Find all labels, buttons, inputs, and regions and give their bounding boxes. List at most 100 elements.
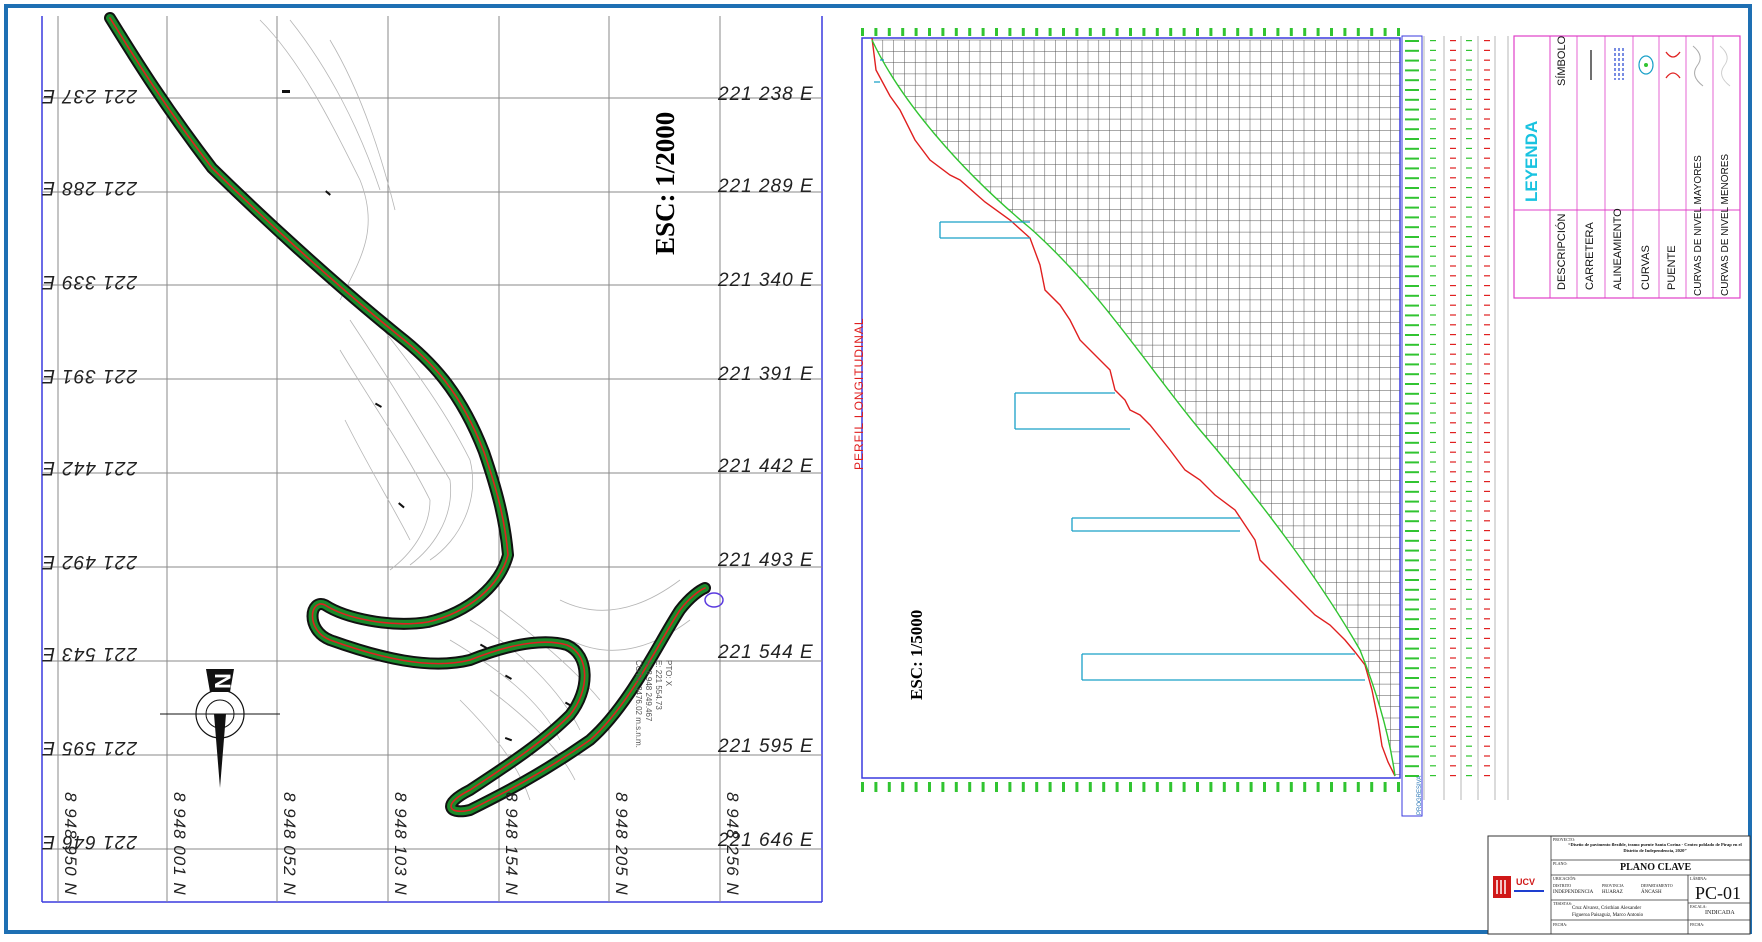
guitar-value-mark (1430, 187, 1436, 189)
guitar-station-mark (1405, 49, 1419, 52)
station-tick (1196, 28, 1199, 36)
author-name: Cruz Alvarez, Cristhian Alexander (1572, 906, 1642, 911)
svg-text:N: N (210, 673, 235, 689)
guitar-station-mark (1405, 147, 1419, 150)
guitar-value-mark (1430, 608, 1436, 610)
guitar-value-mark (1450, 726, 1456, 728)
guitar-value-mark (1450, 745, 1456, 747)
station-tick (1008, 28, 1012, 36)
circle-curve-center (1644, 63, 1648, 67)
guitar-station-mark (1405, 285, 1419, 287)
guitar-value-mark (1466, 755, 1472, 757)
guitar-value-mark (1450, 667, 1456, 669)
guitar-value-mark (1466, 255, 1472, 257)
guitar-value-mark (1430, 598, 1436, 600)
guitar-value-mark (1484, 686, 1490, 688)
guitar-station-mark (1405, 755, 1419, 758)
guitar-station-mark (1405, 481, 1419, 483)
guitar-value-mark (1466, 89, 1472, 91)
guitar-value-mark (1484, 579, 1490, 581)
guitar-value-mark (1450, 775, 1456, 777)
station-tick (1182, 28, 1186, 36)
guitar-value-mark (1430, 549, 1436, 551)
easting-label: 221 289 E (718, 176, 814, 197)
guitar-station-mark (1405, 157, 1419, 160)
guitar-value-mark (1484, 343, 1490, 345)
station-tick (1303, 28, 1307, 36)
contour-line (344, 419, 411, 541)
guitar-value-mark (1450, 422, 1456, 424)
guitar-value-mark (1450, 69, 1456, 71)
guitar-station-mark (1405, 422, 1419, 425)
contour-line (259, 19, 369, 301)
guitar-value-mark (1430, 177, 1436, 179)
guitar-station-mark (1405, 343, 1419, 346)
guitar-value-mark (1450, 647, 1456, 649)
station-tick (1155, 782, 1159, 792)
guitar-value-mark (1466, 187, 1472, 189)
guitar-value-mark (1484, 255, 1490, 257)
guitar-value-mark (1430, 265, 1436, 267)
guitar-value-mark (1430, 735, 1436, 737)
guitar-value-mark (1430, 157, 1436, 159)
guitar-value-mark (1430, 226, 1436, 228)
guitar-value-mark (1450, 157, 1456, 159)
bridge-icon (939, 221, 1030, 239)
guitar-value-mark (1430, 490, 1436, 492)
guitar-value-mark (1430, 569, 1436, 571)
guitar-value-mark (1466, 579, 1472, 581)
guitar-value-mark (1466, 726, 1472, 728)
guitar-value-mark (1484, 216, 1490, 218)
guitar-value-mark (1466, 314, 1472, 316)
guitar-value-mark (1430, 500, 1436, 502)
guitar-station-mark (1405, 637, 1419, 640)
guitar-station-mark (1405, 314, 1419, 317)
sheet-code: PC-01 (1695, 883, 1742, 903)
station-tick (1303, 782, 1307, 792)
guitar-value-mark (1430, 402, 1436, 404)
guitar-station-mark (1405, 696, 1419, 699)
easting-label: 221 493 E (718, 550, 814, 571)
guitar-value-mark (1450, 167, 1456, 169)
guitar-station-mark (1405, 402, 1419, 405)
station-tick (1289, 28, 1293, 36)
guitar-value-mark (1484, 735, 1490, 737)
guitar-value-mark (1484, 294, 1490, 296)
station-tick (1115, 28, 1119, 36)
station-tick (1397, 782, 1400, 792)
district-value: INDEPENDENCIA (1553, 890, 1594, 895)
profile-bottom-ticks (861, 782, 1400, 792)
guitar-value-mark (1450, 285, 1456, 287)
guitar-station-mark (1405, 226, 1419, 229)
station-tick (1075, 28, 1079, 36)
guitar-value-mark (1466, 236, 1472, 238)
guitar-value-mark (1430, 128, 1436, 130)
guitar-value-mark (1484, 510, 1490, 512)
station-tick (1209, 782, 1213, 792)
easting-label: 221 646 E (718, 830, 814, 851)
guitar-value-mark (1450, 177, 1456, 179)
guitar-value-mark (1484, 569, 1490, 571)
guitar-value-mark (1484, 98, 1490, 100)
profile-guitar-table (1401, 35, 1509, 817)
guitar-value-mark (1484, 755, 1490, 757)
guitar-value-mark (1450, 608, 1456, 610)
guitar-station-mark (1405, 500, 1419, 503)
station-tick (941, 782, 945, 792)
guitar-station-mark (1405, 490, 1419, 493)
guitar-value-mark (1450, 755, 1456, 757)
guitar-station-mark (1405, 441, 1419, 444)
guitar-value-mark (1430, 373, 1436, 375)
contour-line (499, 609, 601, 701)
guitar-station-mark (1405, 187, 1419, 189)
guitar-value-mark (1430, 706, 1436, 708)
station-tick (1169, 28, 1173, 36)
guitar-value-mark (1430, 167, 1436, 169)
guitar-value-mark (1466, 490, 1472, 492)
guitar-value-mark (1466, 510, 1472, 512)
department-value: ÁNCASH (1641, 890, 1662, 895)
guitar-value-mark (1430, 304, 1436, 306)
guitar-value-mark (1484, 706, 1490, 708)
station-tick (861, 28, 864, 36)
